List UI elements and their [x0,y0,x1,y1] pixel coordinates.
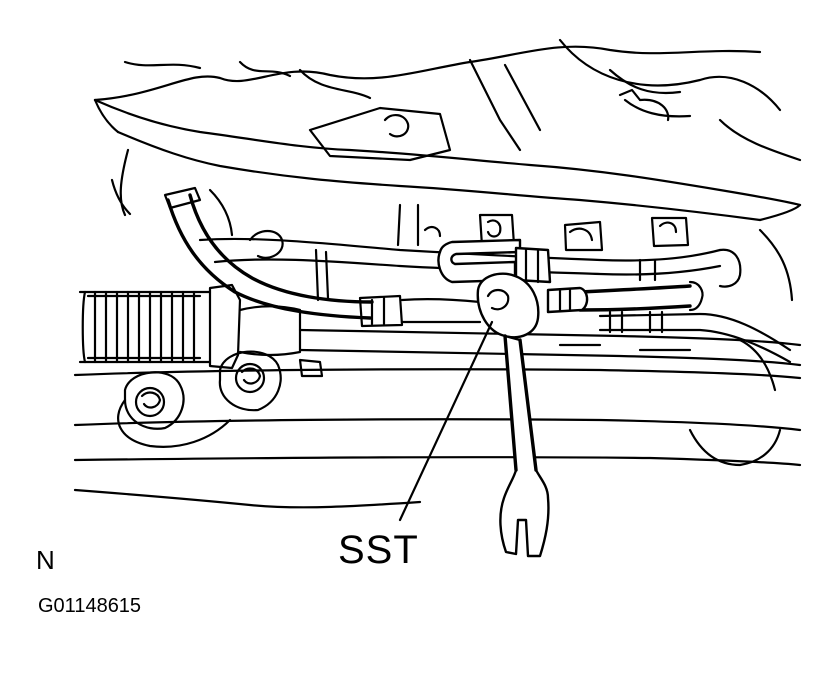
pressure-hose [163,186,482,328]
rack-boot [78,283,302,370]
misc-detail [208,88,794,378]
frame-lower [73,328,802,509]
mount-bolts [117,350,282,448]
figure-code: G01148615 [38,595,142,617]
sst-wrench [437,238,589,558]
engine-background [93,38,802,162]
return-line [578,258,792,364]
sst-leader-line [398,320,494,522]
crossmember [93,98,802,222]
sst-callout-label: SST [338,528,419,572]
note-marker: N [36,545,55,575]
